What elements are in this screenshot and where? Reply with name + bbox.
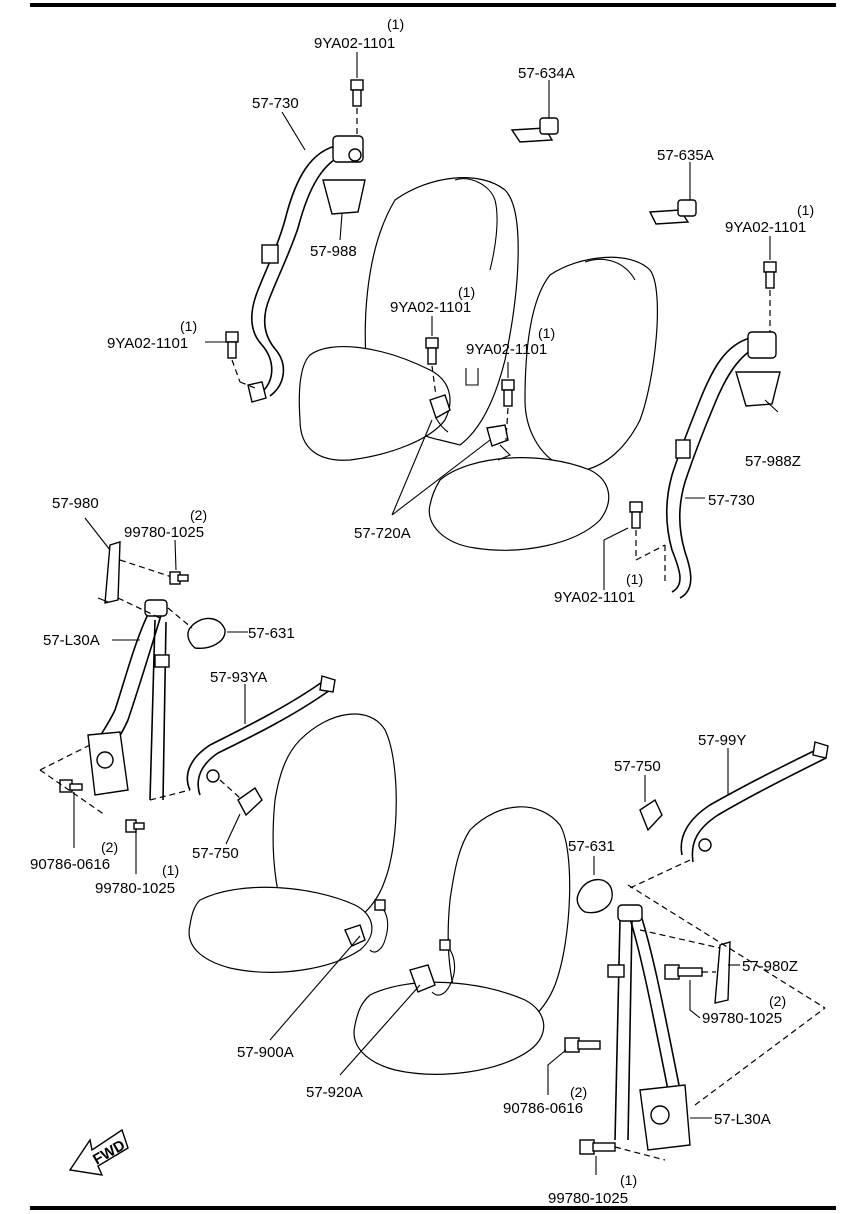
belt-guide-57-99y [629, 741, 829, 889]
label-57-631-left: 57-631 [248, 625, 295, 642]
belt-guide-57-93ya [186, 675, 336, 796]
bolt-upper-right-anchor [763, 261, 777, 332]
cover-57-988 [322, 179, 366, 215]
bolt-lower-left-anchor [225, 331, 256, 389]
label-57-635a: 57-635A [657, 147, 714, 164]
label-9ya02-1101-center-left: 9YA02-1101 [390, 299, 471, 316]
label-57-980: 57-980 [52, 495, 99, 512]
bolt-99780-1025-upper-right [664, 964, 716, 980]
qty-l1: (1) [387, 16, 404, 32]
lower-left-seat [188, 713, 397, 973]
anchor-plate-57-635a [648, 170, 697, 225]
cover-57-750-left [237, 786, 263, 817]
upper-right-seat [428, 256, 658, 551]
label-57-750-left: 57-750 [192, 845, 239, 862]
label-9ya02-1101-right-top: 9YA02-1101 [725, 219, 806, 236]
label-99780-1025-upper-left: 99780-1025 [124, 524, 204, 541]
qty-l5: (1) [797, 202, 814, 218]
bracket-57-980z [627, 884, 826, 1009]
bolt-99780-1025-lower-left [125, 789, 191, 833]
cover-57-988z [735, 371, 781, 407]
bolt-90786-0616-left [39, 744, 106, 816]
upper-left-seat [298, 177, 519, 461]
label-57-93ya: 57-93YA [210, 669, 267, 686]
label-9ya02-1101-right-lower: 9YA02-1101 [554, 589, 635, 606]
qty-l23: (1) [162, 862, 179, 878]
label-57-980z: 57-980Z [742, 958, 798, 975]
label-99780-1025-lower-left: 99780-1025 [95, 880, 175, 897]
qty-l8: (1) [180, 318, 197, 334]
buckle-57-720a [425, 337, 515, 461]
bolt-upper-left-anchor [350, 79, 364, 135]
qty-l31: (1) [620, 1172, 637, 1188]
qty-l9: (1) [538, 325, 555, 341]
label-99780-1025-upper-right: 99780-1025 [702, 1010, 782, 1027]
label-57-720a: 57-720A [354, 525, 411, 542]
lower-left-belt-57-l30a [87, 599, 170, 801]
label-57-730-right: 57-730 [708, 492, 755, 509]
label-57-631-right: 57-631 [568, 838, 615, 855]
cover-57-750-right [639, 798, 663, 832]
buckle-57-920a [409, 939, 456, 996]
anchor-plate-57-634a [510, 96, 559, 143]
upper-right-retractor-belt [666, 331, 777, 599]
label-57-920a: 57-920A [306, 1084, 363, 1101]
qty-l22: (2) [101, 839, 118, 855]
qty-l26: (2) [769, 993, 786, 1009]
buckle-57-900a [344, 899, 389, 953]
label-57-730-left: 57-730 [252, 95, 299, 112]
bolt-90786-0616-right [564, 1037, 601, 1053]
label-9ya02-1101-center-right: 9YA02-1101 [466, 341, 547, 358]
label-90786-0616-left: 90786-0616 [30, 856, 110, 873]
label-57-99y: 57-99Y [698, 732, 746, 749]
bolt-99780-1025-lower-right [579, 1007, 826, 1161]
leader-lines [73, 52, 779, 1175]
qty-l15: (2) [190, 507, 207, 523]
cover-57-631-right [576, 878, 613, 914]
label-90786-0616-right: 90786-0616 [503, 1100, 583, 1117]
label-57-l30a-right: 57-L30A [714, 1111, 771, 1128]
label-9ya02-1101-left-lower: 9YA02-1101 [107, 335, 188, 352]
qty-l7: (1) [458, 284, 475, 300]
label-9ya02-1101-top: 9YA02-1101 [314, 35, 395, 52]
label-57-750-right: 57-750 [614, 758, 661, 775]
label-57-l30a-left: 57-L30A [43, 632, 100, 649]
bolt-99780-1025-upper-left [169, 571, 189, 585]
qty-l29: (2) [570, 1084, 587, 1100]
bolt-lower-right-anchor [629, 501, 666, 585]
bracket-57-980 [97, 541, 176, 619]
cover-57-631-left [187, 617, 226, 649]
qty-l13: (1) [626, 571, 643, 587]
label-57-988: 57-988 [310, 243, 357, 260]
upper-left-retractor-belt [247, 135, 364, 403]
label-57-900a: 57-900A [237, 1044, 294, 1061]
fwd-arrow-icon: FWD [68, 1128, 129, 1176]
label-57-634a: 57-634A [518, 65, 575, 82]
lower-right-belt-57-l30a [607, 904, 691, 1151]
label-99780-1025-lower-right: 99780-1025 [548, 1190, 628, 1207]
label-57-988z: 57-988Z [745, 453, 801, 470]
